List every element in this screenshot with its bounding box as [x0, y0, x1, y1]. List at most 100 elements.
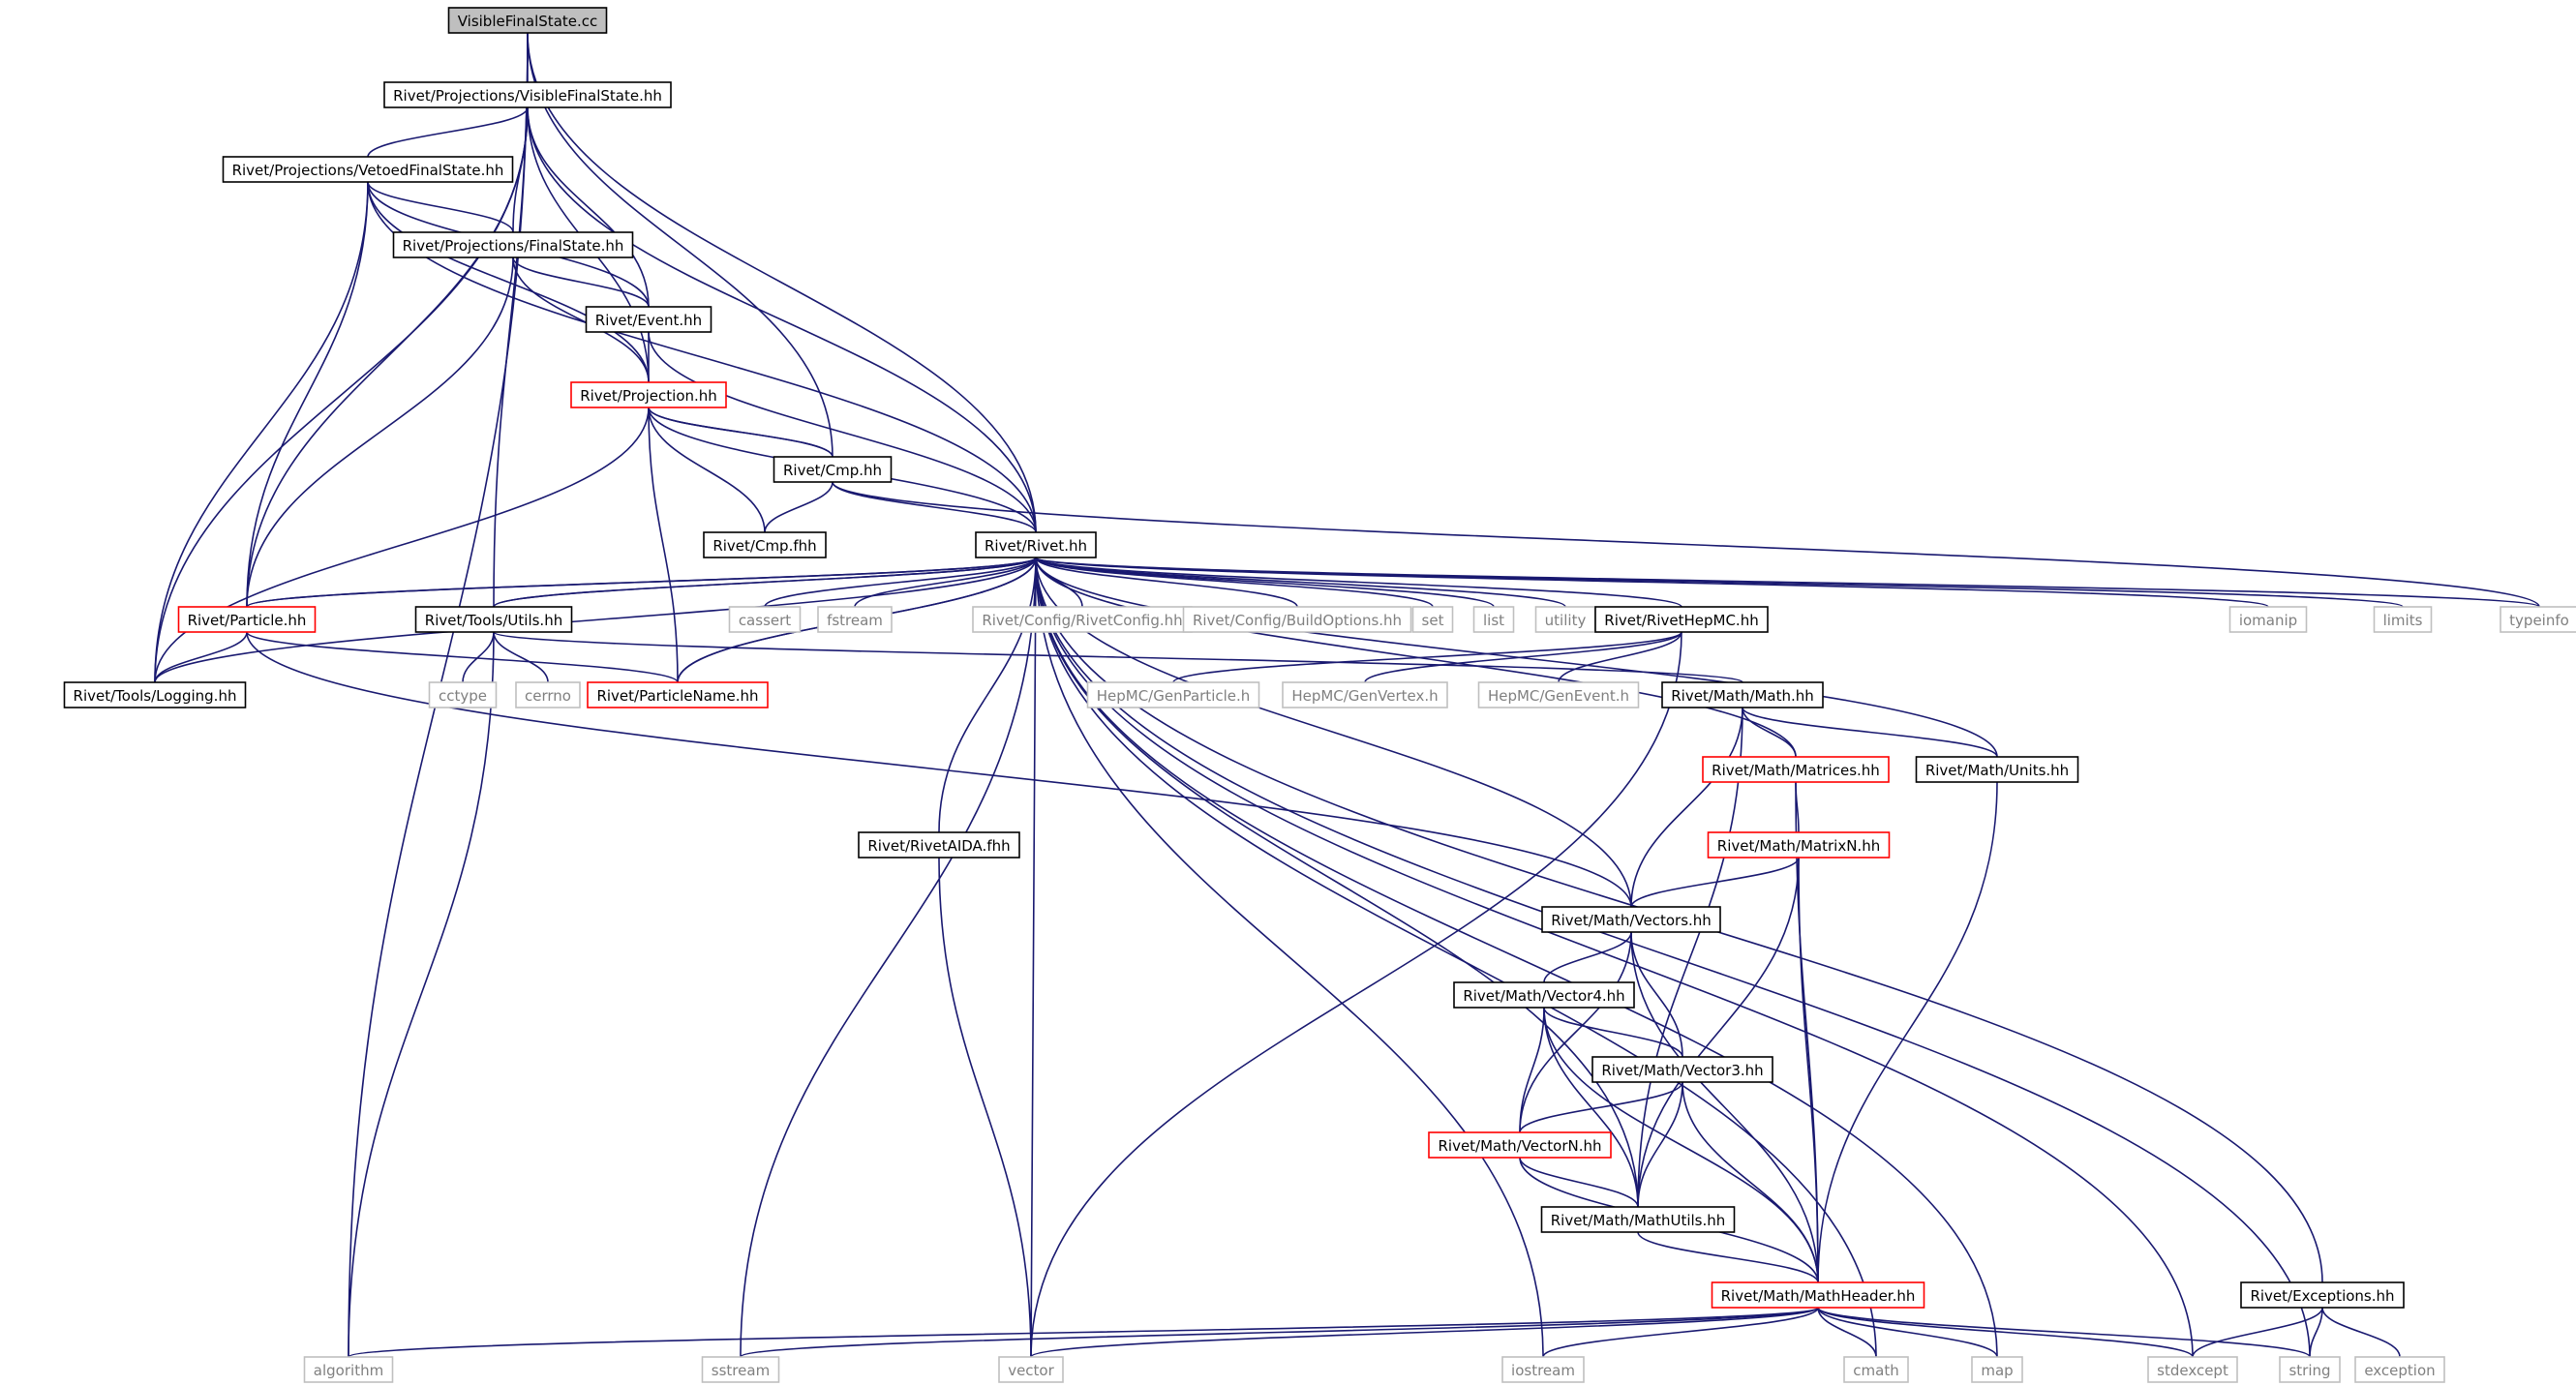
edge-hepmc-to-vector [1030, 631, 1682, 1358]
node-matrixn[interactable]: Rivet/Math/MatrixN.hh [1707, 831, 1891, 859]
edge-fs-to-event [512, 256, 650, 308]
node-label-limits: limits [2383, 612, 2423, 629]
node-label-algorithm: algorithm [314, 1362, 383, 1379]
edge-math-to-mathutils [1637, 707, 1743, 1208]
edge-utils-to-cctype [462, 631, 495, 683]
node-vectorn[interactable]: Rivet/Math/VectorN.hh [1428, 1131, 1612, 1159]
node-iostream: iostream [1501, 1356, 1585, 1383]
node-logging[interactable]: Rivet/Tools/Logging.hh [63, 681, 247, 708]
node-label-vector4: Rivet/Math/Vector4.hh [1463, 987, 1624, 1005]
edge-rivet-to-hepmc [1035, 557, 1682, 608]
edge-matrixn-to-mathheader [1798, 857, 1819, 1283]
node-utils[interactable]: Rivet/Tools/Utils.hh [414, 606, 573, 633]
node-fs[interactable]: Rivet/Projections/FinalState.hh [392, 231, 634, 258]
node-label-genvertex: HepMC/GenVertex.h [1291, 687, 1438, 705]
node-label-genevent: HepMC/GenEvent.h [1488, 687, 1629, 705]
node-label-pname: Rivet/ParticleName.hh [596, 687, 758, 705]
edge-math-to-units [1742, 707, 1998, 758]
node-units[interactable]: Rivet/Math/Units.hh [1915, 756, 2079, 783]
node-limits: limits [2373, 606, 2433, 633]
node-label-exception: exception [2364, 1362, 2435, 1379]
node-pname[interactable]: Rivet/ParticleName.hh [587, 681, 769, 708]
edge-vetoed-to-logging [154, 181, 369, 683]
node-label-map: map [1981, 1362, 2013, 1379]
node-box-vectorn [1428, 1131, 1612, 1159]
node-box-list [1472, 606, 1515, 633]
node-label-iostream: iostream [1511, 1362, 1575, 1379]
node-box-utils [414, 606, 573, 633]
node-rivetconfig: Rivet/Config/RivetConfig.hh [972, 606, 1193, 633]
edge-rivet-to-map [1035, 557, 1998, 1358]
edge-mathutils-to-mathheader [1637, 1231, 1819, 1283]
node-vector3[interactable]: Rivet/Math/Vector3.hh [1591, 1056, 1773, 1083]
node-cmath: cmath [1843, 1356, 1909, 1383]
edge-hepmc-to-genvertex [1364, 631, 1682, 683]
node-box-genevent [1477, 681, 1640, 708]
edge-layer [154, 32, 2540, 1358]
node-math[interactable]: Rivet/Math/Math.hh [1661, 681, 1824, 708]
edge-vector3-to-mathheader [1682, 1081, 1819, 1283]
node-box-logging [63, 681, 247, 708]
node-aida[interactable]: Rivet/RivetAIDA.fhh [858, 831, 1020, 859]
edge-mathheader-to-sstream [740, 1307, 1819, 1358]
node-event[interactable]: Rivet/Event.hh [585, 306, 712, 333]
node-box-iostream [1501, 1356, 1585, 1383]
edge-projection-to-pname [648, 407, 679, 683]
edge-rivet-to-iostream [1035, 557, 1544, 1358]
node-matrices[interactable]: Rivet/Math/Matrices.hh [1702, 756, 1890, 783]
node-rivet[interactable]: Rivet/Rivet.hh [975, 531, 1097, 558]
edge-utils-to-cerrno [493, 631, 549, 683]
edge-vectors-to-vector3 [1630, 931, 1683, 1058]
edge-rivet-to-vector [1030, 557, 1037, 1358]
edge-rivet-to-typeinfo [1035, 557, 2540, 608]
edge-rivet-to-fstream [854, 557, 1037, 608]
node-box-projection [570, 381, 727, 408]
node-mathheader[interactable]: Rivet/Math/MathHeader.hh [1711, 1281, 1925, 1309]
edge-units-to-mathheader [1817, 781, 1998, 1283]
node-label-sstream: sstream [712, 1362, 770, 1379]
node-vectors[interactable]: Rivet/Math/Vectors.hh [1541, 906, 1721, 933]
node-label-matrices: Rivet/Math/Matrices.hh [1712, 762, 1880, 779]
node-box-matrices [1702, 756, 1890, 783]
node-vfs[interactable]: Rivet/Projections/VisibleFinalState.hh [383, 81, 672, 108]
node-vector4[interactable]: Rivet/Math/Vector4.hh [1453, 981, 1635, 1009]
edge-vfs-to-logging [154, 106, 529, 683]
node-particle[interactable]: Rivet/Particle.hh [177, 606, 317, 633]
node-label-cmpfhh: Rivet/Cmp.fhh [712, 537, 816, 555]
node-cmpfhh[interactable]: Rivet/Cmp.fhh [703, 531, 827, 558]
edge-cmp-to-typeinfo [832, 481, 2540, 608]
edge-cmp-to-rivet [832, 481, 1037, 533]
edge-rivet-to-aida [938, 557, 1037, 833]
edge-rivet-to-utility [1035, 557, 1566, 608]
edge-rivet-to-cmath [1035, 557, 1877, 1358]
edge-mathheader-to-algorithm [348, 1307, 1819, 1358]
edge-rivet-to-buildopts [1035, 557, 1298, 608]
edge-vector3-to-vectorn [1519, 1081, 1683, 1133]
node-label-utils: Rivet/Tools/Utils.hh [425, 612, 562, 629]
node-box-mathheader [1711, 1281, 1925, 1309]
node-typeinfo: typeinfo [2500, 606, 2576, 633]
edge-matrixn-to-vectors [1630, 857, 1800, 908]
node-box-hepmc [1594, 606, 1769, 633]
edge-rivet-to-logging [154, 557, 1037, 683]
node-label-mathheader: Rivet/Math/MathHeader.hh [1721, 1287, 1916, 1305]
node-projection[interactable]: Rivet/Projection.hh [570, 381, 727, 408]
node-root[interactable]: VisibleFinalState.cc [447, 7, 608, 34]
edge-hepmc-to-genevent [1558, 631, 1682, 683]
edge-cmp-to-projection [648, 407, 833, 458]
node-stdexcept: stdexcept [2147, 1356, 2238, 1383]
node-cmp[interactable]: Rivet/Cmp.hh [773, 456, 893, 483]
edge-particle-to-vectors [246, 631, 1632, 908]
node-vetoed[interactable]: Rivet/Projections/VetoedFinalState.hh [222, 156, 514, 183]
node-hepmc[interactable]: Rivet/RivetHepMC.hh [1594, 606, 1769, 633]
edge-exceptions-to-stdexcept [2192, 1307, 2323, 1358]
node-mathutils[interactable]: Rivet/Math/MathUtils.hh [1540, 1206, 1736, 1233]
node-genevent: HepMC/GenEvent.h [1477, 681, 1640, 708]
node-label-cassert: cassert [739, 612, 791, 629]
node-exceptions[interactable]: Rivet/Exceptions.hh [2240, 1281, 2405, 1309]
node-label-units: Rivet/Math/Units.hh [1925, 762, 2069, 779]
node-box-set [1411, 606, 1454, 633]
node-box-limits [2373, 606, 2433, 633]
edge-hepmc-to-genparticle [1172, 631, 1682, 683]
